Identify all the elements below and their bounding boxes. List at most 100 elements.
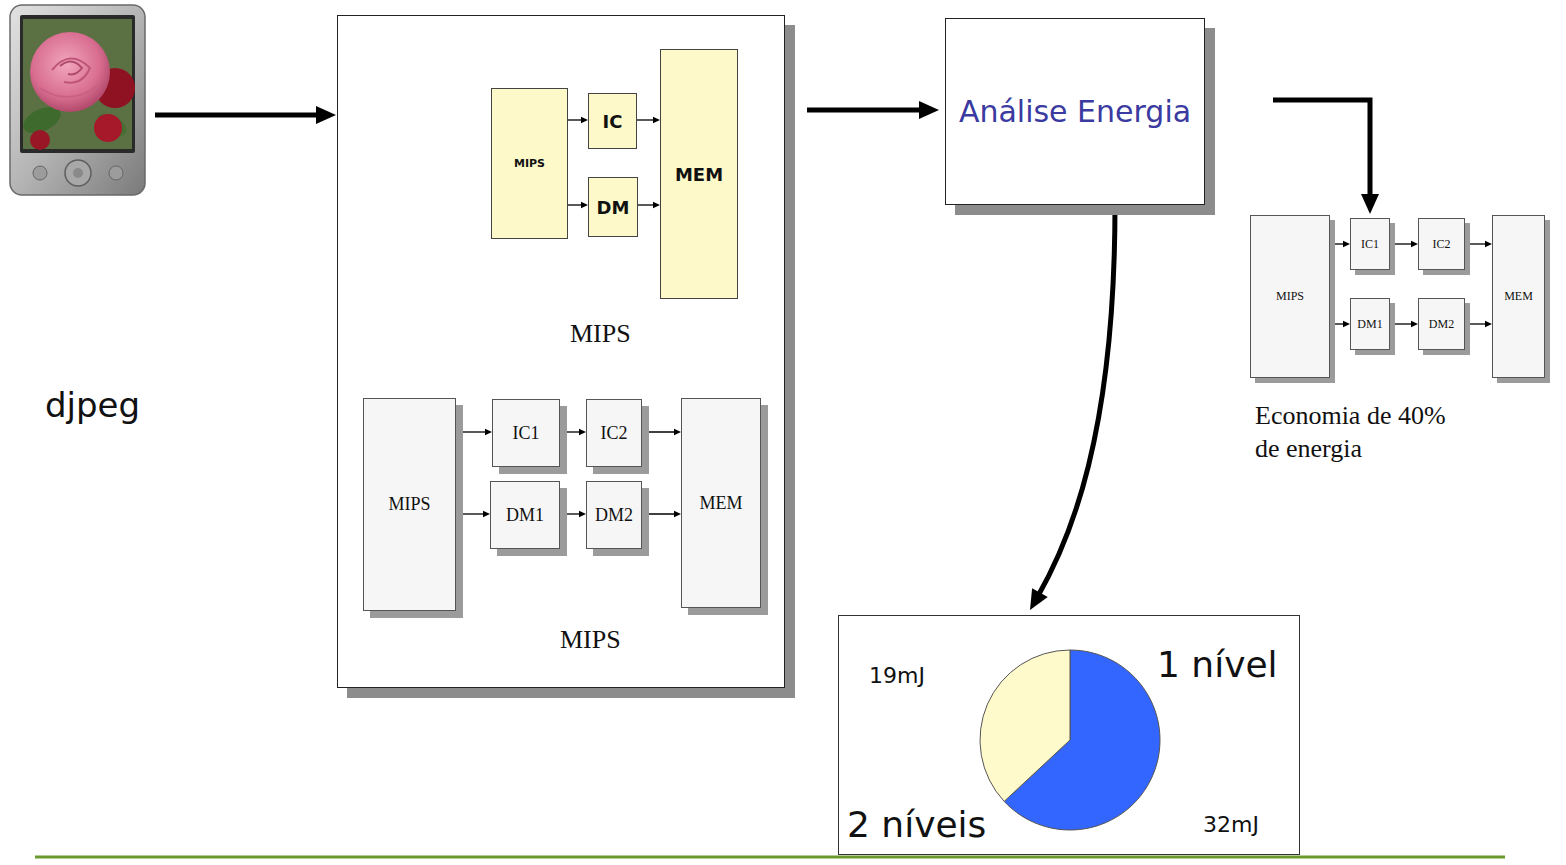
arrow-head	[1343, 321, 1350, 327]
arrow-line	[642, 431, 676, 432]
flow-arrow	[568, 202, 588, 208]
flow-arrow	[560, 429, 586, 435]
processor-box: MIPS	[1250, 215, 1330, 378]
analysis-box: Análise Energia	[945, 18, 1205, 205]
memory-box: MEM	[681, 398, 761, 608]
arrow-line	[807, 108, 924, 113]
arrow-line	[1330, 323, 1345, 324]
flow-arrow	[807, 101, 939, 119]
cache-box: IC	[588, 93, 637, 149]
flow-arrow	[637, 117, 660, 123]
energy-chart-box: 19mJ1 nível2 níveis32mJ	[838, 615, 1300, 855]
node-text: MIPS	[512, 157, 547, 170]
arrow-head	[653, 202, 660, 208]
arrow-line	[1273, 100, 1370, 199]
node-text: DM2	[1427, 317, 1456, 332]
arrow-head	[316, 106, 336, 124]
flow-arrow	[1273, 100, 1379, 214]
cache-box: DM1	[490, 481, 560, 549]
arrow-line	[1390, 323, 1413, 324]
node-text: 1 nível	[1157, 644, 1278, 685]
flow-arrow	[642, 429, 681, 435]
node-text: MEM	[1502, 289, 1535, 304]
node-text: djpeg	[45, 385, 140, 425]
node-text: IC1	[1359, 237, 1381, 252]
processor-box: MIPS	[491, 88, 568, 239]
flow-arrow	[456, 511, 490, 517]
cache-box: IC2	[1418, 218, 1465, 270]
node-text: MEM	[673, 164, 725, 185]
arrow-head	[1411, 241, 1418, 247]
pda-illustration	[10, 5, 145, 195]
arrow-head	[579, 511, 586, 517]
arrow-head	[581, 117, 588, 123]
arrow-head	[1485, 241, 1492, 247]
arrow-head	[1361, 194, 1379, 214]
platform-frame: MIPS IC DM MEM MIPS IC1 IC2DM1 DM2 MEM	[337, 15, 785, 688]
arrow-head	[674, 511, 681, 517]
result-note: Economia de 40% de energia	[1255, 400, 1461, 465]
node-text: DM1	[1355, 317, 1384, 332]
node-text: IC2	[1431, 237, 1453, 252]
arrow-line	[1465, 243, 1487, 244]
arrow-head	[1485, 321, 1492, 327]
node-text: DM	[595, 197, 632, 218]
arrow-head	[653, 117, 660, 123]
node-text: MIPS	[1274, 289, 1306, 304]
flow-arrow	[642, 511, 681, 517]
arrow-line	[568, 119, 583, 120]
flow-arrow	[560, 511, 586, 517]
arrow-line	[1037, 205, 1115, 597]
flow-arrow	[568, 117, 588, 123]
node-text: IC2	[599, 423, 630, 444]
arrow-line	[642, 513, 676, 514]
node-text: IC1	[511, 423, 542, 444]
flow-arrow	[456, 429, 492, 435]
arrow-line	[456, 513, 485, 514]
node-text: IC	[601, 111, 625, 132]
node-text: Análise Energia	[957, 94, 1193, 129]
node-text: 2 níveis	[847, 804, 986, 845]
device-node: djpeg	[10, 5, 155, 445]
arrow-line	[456, 431, 487, 432]
arrow-head	[1411, 321, 1418, 327]
cache-box: DM2	[1418, 298, 1465, 350]
cache-box: DM1	[1350, 298, 1390, 350]
arrow-head	[1343, 241, 1350, 247]
node-text: DM2	[593, 505, 635, 526]
arrow-head	[919, 101, 939, 119]
arrow-line	[1465, 323, 1487, 324]
arrow-line	[1330, 243, 1345, 244]
arrow-head	[1030, 588, 1048, 610]
node-text: 19mJ	[869, 663, 925, 688]
processor-box: MIPS	[363, 398, 456, 611]
node-text: DM1	[504, 505, 546, 526]
cache-box: IC1	[492, 399, 560, 467]
pie-chart	[980, 650, 1160, 830]
arrow-head	[579, 429, 586, 435]
node-text: MEM	[697, 493, 744, 514]
memory-box: MEM	[660, 49, 738, 299]
cache-box: DM	[588, 177, 638, 237]
arrow-line	[560, 513, 581, 514]
cache-box: IC1	[1350, 218, 1390, 270]
flow-arrow	[1390, 321, 1418, 327]
flow-arrow	[1330, 321, 1350, 327]
node-text: MIPS	[386, 494, 432, 515]
arrow-line	[1390, 243, 1413, 244]
arrow-head	[581, 202, 588, 208]
flow-arrow	[1465, 321, 1492, 327]
memory-box: MEM	[1492, 215, 1545, 378]
flow-arrow	[1465, 241, 1492, 247]
arrow-head	[483, 511, 490, 517]
arrow-head	[485, 429, 492, 435]
flow-arrow	[1330, 241, 1350, 247]
flow-arrow	[638, 202, 660, 208]
config-caption: MIPS	[570, 318, 631, 351]
arrow-line	[568, 204, 583, 205]
flow-arrow	[1390, 241, 1418, 247]
footer-rule	[35, 856, 1505, 859]
arrow-line	[637, 119, 655, 120]
